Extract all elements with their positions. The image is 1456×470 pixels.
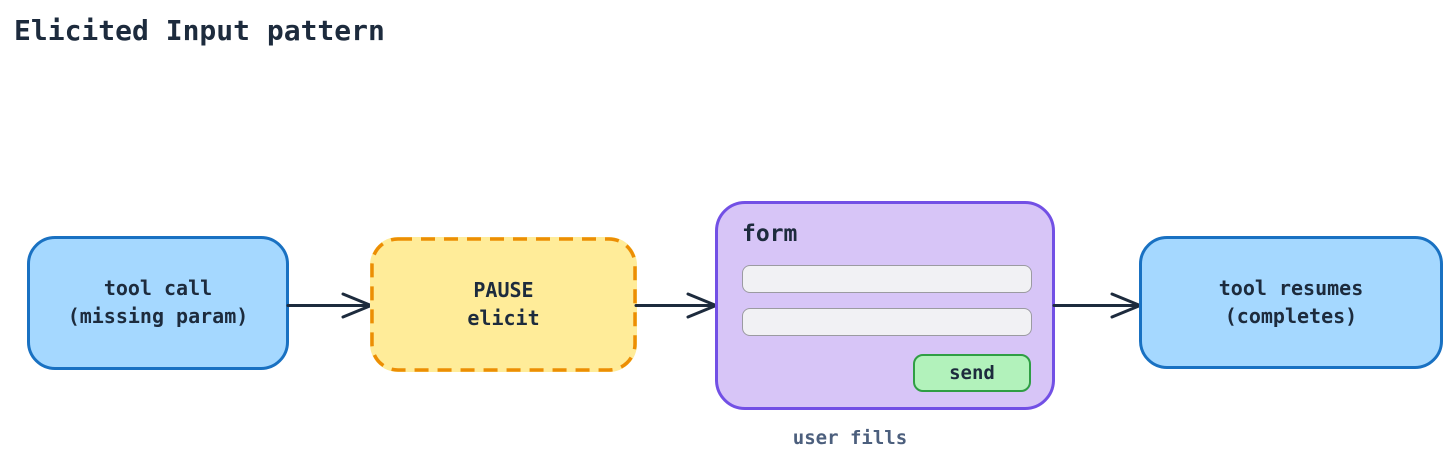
- send-button[interactable]: send: [913, 354, 1031, 392]
- node-tool-resumes: tool resumes (completes): [1139, 236, 1443, 369]
- diagram-title: Elicited Input pattern: [14, 14, 385, 47]
- node-pause-elicit: PAUSE elicit: [370, 237, 637, 372]
- node-pause-label-line2: elicit: [467, 305, 540, 330]
- form-input-2[interactable]: [742, 308, 1032, 336]
- caption-user-fills: user fills: [792, 427, 908, 449]
- node-tool-call-label-line2: (missing param): [67, 304, 249, 328]
- arrow-right-icon: [634, 292, 718, 319]
- form-input-1[interactable]: [742, 265, 1032, 293]
- node-pause-label-line1: PAUSE: [473, 277, 534, 302]
- node-tool-call-label-line1: tool call: [103, 276, 213, 301]
- node-form: form send: [715, 201, 1055, 410]
- flow-arrow-3: [1052, 283, 1143, 328]
- form-title: form: [742, 221, 798, 247]
- flow-arrow-2: [634, 283, 719, 328]
- flow-arrow-1: [286, 283, 374, 328]
- arrow-right-icon: [1052, 292, 1142, 319]
- arrow-right-icon: [286, 292, 373, 319]
- node-tool-call: tool call (missing param): [27, 236, 289, 370]
- node-tool-resumes-label-line1: tool resumes: [1218, 275, 1364, 300]
- node-tool-resumes-label-line2: (completes): [1224, 303, 1358, 328]
